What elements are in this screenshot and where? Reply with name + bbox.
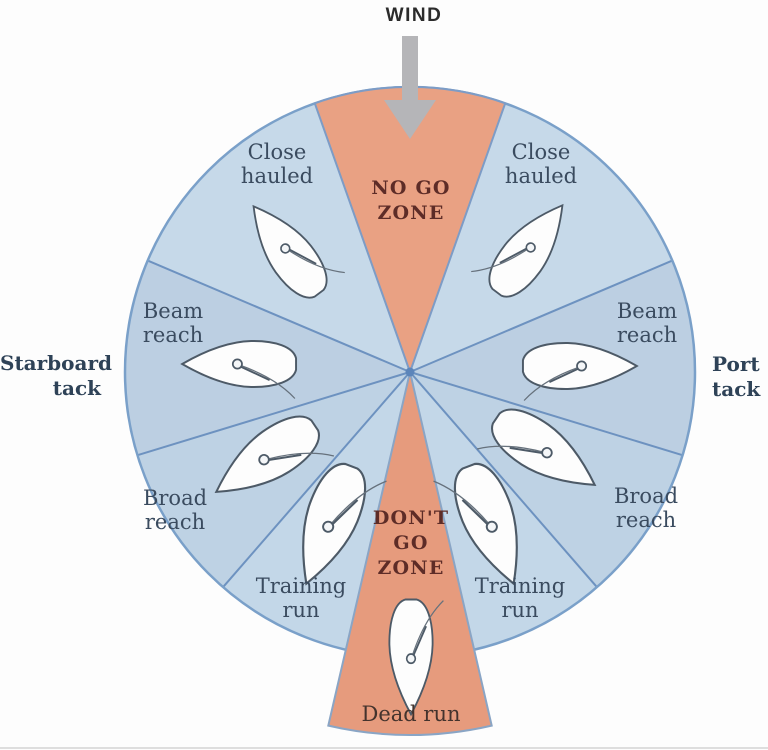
beam-reach-label-port: Beam reach: [616, 299, 678, 347]
close-hauled-label-port: Close hauled: [504, 140, 578, 188]
dead-run-label: Dead run: [361, 702, 461, 726]
no-go-zone-label: NO GO ZONE: [371, 177, 451, 224]
divider-broad-training-port: [409, 371, 598, 588]
center-hub-dot: [405, 367, 415, 377]
dont-go-zone-wedge: [327, 371, 493, 736]
divider-beam-broad-starboard: [137, 371, 411, 457]
divider-beam-broad-port: [409, 371, 683, 457]
training-run-label-port: Training run: [474, 574, 566, 622]
divider-close-hauled-beam-port: [409, 259, 673, 373]
broad-reach-label-port: Broad reach: [613, 484, 679, 532]
broad-reach-label-starboard: Broad reach: [142, 486, 208, 534]
port-tack-label: Port tack: [712, 352, 761, 401]
beam-reach-label-starboard: Beam reach: [142, 299, 204, 347]
divider-broad-training-starboard: [222, 371, 411, 588]
training-run-label-starboard: Training run: [255, 574, 347, 622]
sector-broad-reach-port: [410, 372, 683, 588]
dont-go-zone-label: DON'T GO ZONE: [372, 507, 450, 579]
close-hauled-label-starboard: Close hauled: [240, 140, 314, 188]
wind-label: WIND: [385, 5, 443, 26]
starboard-tack-label: Starboard tack: [0, 351, 112, 400]
bottom-border-line: [0, 747, 768, 749]
divider-close-hauled-beam-starboard: [147, 259, 411, 373]
wind-arrow: [384, 36, 436, 139]
